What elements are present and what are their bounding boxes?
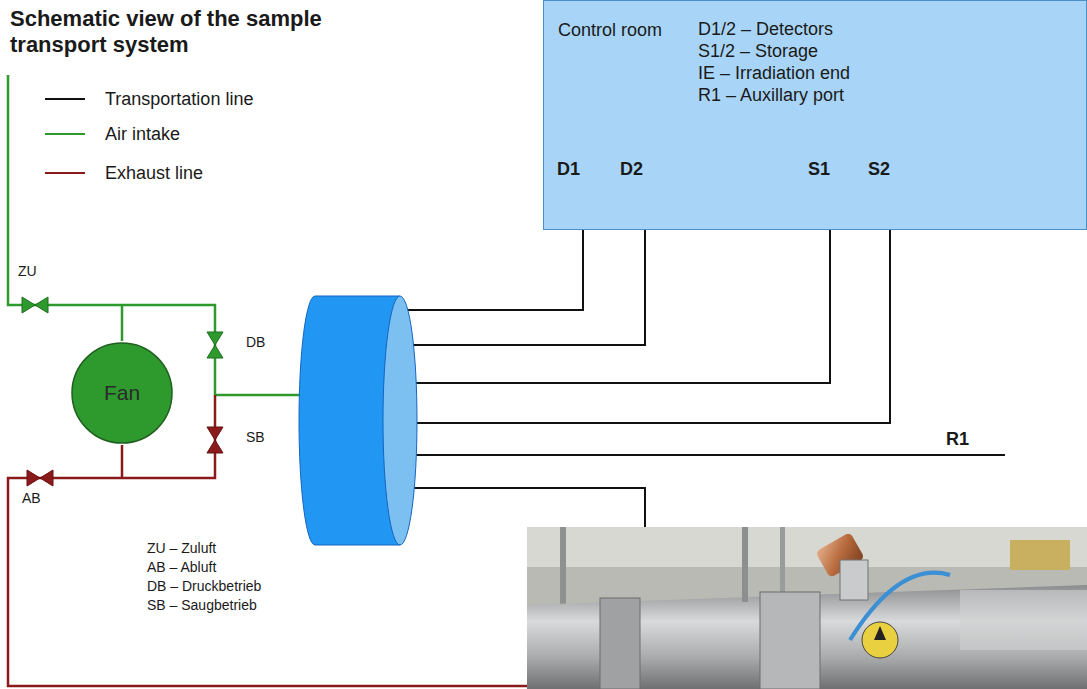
control-room-box: Control room D1/2 – DetectorsS1/2 – Stora… xyxy=(543,0,1087,230)
diagram-title: Schematic view of the sample transport s… xyxy=(10,6,330,59)
legend-line-sample xyxy=(45,133,85,135)
fan-circle-shape xyxy=(72,343,172,443)
port-label: R1 xyxy=(946,429,969,451)
port-label: D2 xyxy=(620,159,643,181)
port-label: D1 xyxy=(557,159,580,181)
box-heading: Control room xyxy=(558,20,662,42)
fan-circle: Fan xyxy=(70,341,174,445)
valve-label: DB xyxy=(246,334,265,351)
legend-text: Transportation line xyxy=(105,88,253,110)
abbreviation-entry: R1 – Auxillary port xyxy=(698,85,844,107)
legend-line-sample xyxy=(45,172,85,174)
abbreviation-note: ZU – Zuluft xyxy=(147,540,216,557)
abbreviation-note: DB – Druckbetrieb xyxy=(147,578,261,595)
port-label: S2 xyxy=(868,159,890,181)
distributor-cylinder xyxy=(299,296,417,545)
abbreviation-entry: S1/2 – Storage xyxy=(698,41,818,63)
valve-label: SB xyxy=(246,429,265,446)
legend-text: Exhaust line xyxy=(105,162,203,184)
valve-label: AB xyxy=(22,490,41,507)
abbreviation-note: SB – Saugbetrieb xyxy=(147,597,257,614)
node-label: Fan xyxy=(104,380,140,405)
abbreviation-note: AB – Abluft xyxy=(147,559,216,576)
port-label: S1 xyxy=(808,159,830,181)
abbreviation-entry: D1/2 – Detectors xyxy=(698,19,833,41)
abbreviation-entry: IE – Irradiation end xyxy=(698,63,850,85)
air-intake-lines xyxy=(8,75,300,395)
legend-line-sample xyxy=(45,98,85,100)
valve-label: ZU xyxy=(18,263,37,280)
legend-text: Air intake xyxy=(105,123,180,145)
photo xyxy=(527,527,1087,689)
transport-lines xyxy=(400,190,1005,527)
exhaust-lines xyxy=(8,395,527,686)
